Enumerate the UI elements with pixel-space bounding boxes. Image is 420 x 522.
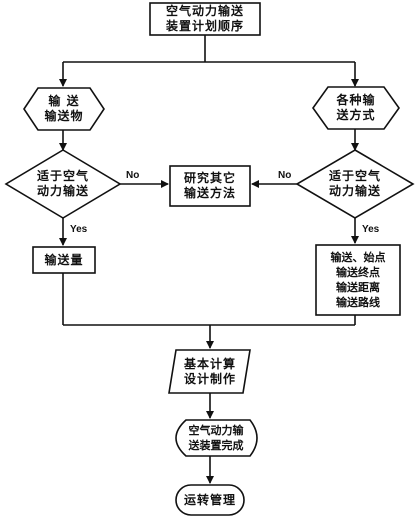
complete-display-shape (175, 419, 258, 457)
no-right-label: No (278, 170, 292, 181)
left-decision-label: 适于空气 动力输送 (36, 169, 89, 198)
material-hexagon (23, 87, 105, 131)
route-label: 输送、始点 输送终点 输送距离 输送路线 (330, 251, 386, 309)
research-label: 研究其它 输送方法 (183, 171, 236, 200)
material-label: 输 送 输送物 (44, 94, 84, 123)
methods-hexagon (312, 86, 400, 130)
methods-label: 各种输 送方式 (336, 93, 376, 122)
right-decision-label: 适于空气 动力输送 (328, 169, 381, 198)
volume-box (32, 246, 96, 274)
design-label: 基本计算 设计制作 (183, 356, 236, 386)
volume-label: 输送量 (44, 252, 84, 267)
research-box (169, 165, 251, 207)
yes-right-label: Yes (362, 224, 380, 235)
no-left-label: No (126, 170, 140, 181)
complete-label: 空气动力输 送装置完成 (188, 424, 244, 452)
yes-left-label: Yes (70, 224, 88, 235)
route-box (315, 244, 401, 316)
design-parallelogram (168, 349, 251, 394)
operation-terminator (175, 484, 245, 516)
start-label: 空气动力输送 装置计划顺序 (165, 4, 244, 33)
operation-label: 运转管理 (183, 492, 236, 507)
